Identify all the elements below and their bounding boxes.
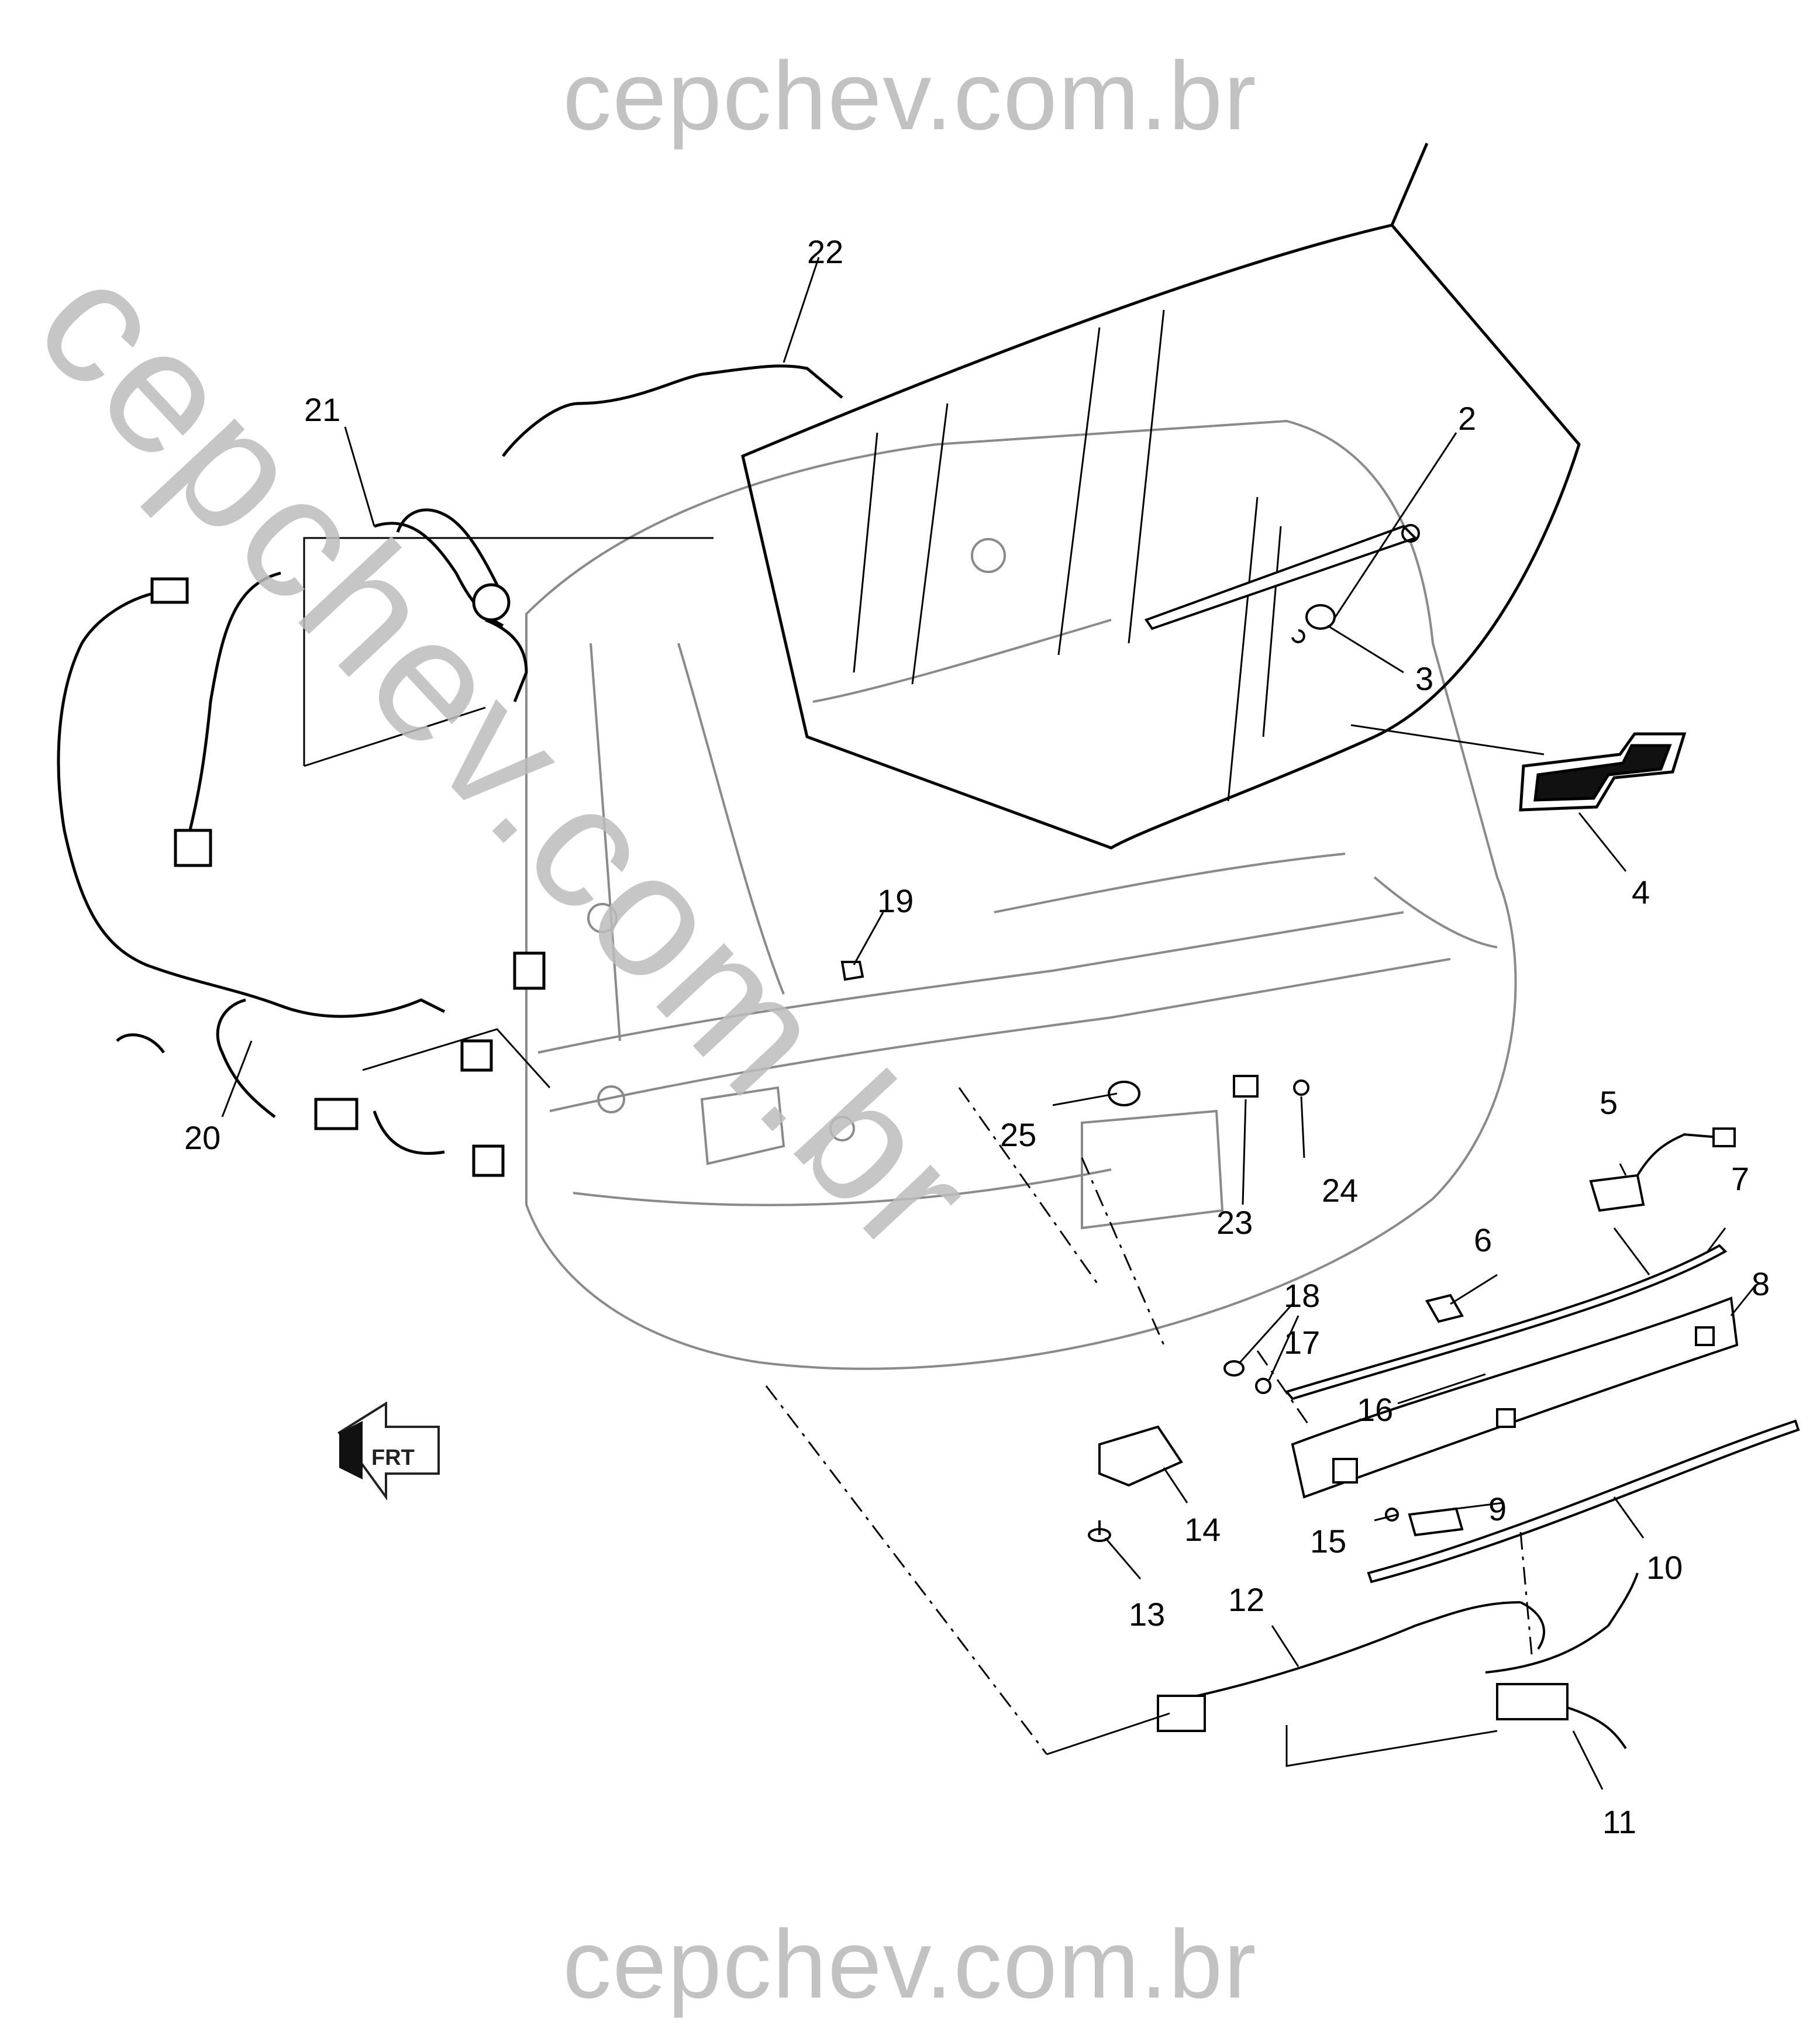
bolt-24 — [1293, 1079, 1309, 1096]
callout-5: 5 — [1600, 1084, 1618, 1121]
lower-molding — [1367, 1419, 1800, 1584]
frt-label: FRT — [371, 1446, 415, 1470]
callout-23: 23 — [1216, 1204, 1253, 1241]
release-switch-harness — [1485, 1572, 1639, 1750]
bowtie-emblem — [1519, 732, 1687, 812]
rearview-camera — [1589, 1127, 1736, 1212]
callout-10: 10 — [1646, 1549, 1683, 1586]
small-fasteners — [840, 961, 1309, 1394]
liftgate-latch — [1098, 1425, 1183, 1487]
callout-labels: 2 3 4 5 6 7 8 9 10 11 12 13 14 15 16 17 … — [184, 233, 1770, 1840]
callout-12: 12 — [1228, 1581, 1264, 1618]
front-direction-indicator: FRT — [337, 1401, 440, 1501]
callout-24: 24 — [1322, 1172, 1358, 1209]
callout-15: 15 — [1310, 1523, 1346, 1560]
callout-18: 18 — [1284, 1277, 1320, 1314]
leader-lines — [221, 257, 1756, 1790]
callout-3: 3 — [1415, 660, 1433, 697]
liftgate-harness-lower — [1157, 1601, 1545, 1732]
liftgate-body — [525, 419, 1517, 1370]
clip-23 — [1233, 1075, 1259, 1098]
wiper-nut-cap — [1291, 604, 1336, 643]
clip-19 — [840, 961, 864, 981]
upper-seal-strip — [1284, 1244, 1728, 1401]
callout-21: 21 — [304, 391, 340, 428]
rear-wiper-arm — [1144, 524, 1420, 630]
callout-19: 19 — [877, 882, 914, 919]
plug-25 — [1108, 1081, 1140, 1106]
callout-7: 7 — [1731, 1160, 1749, 1197]
callout-2: 2 — [1458, 400, 1476, 437]
watermark-bottom: cepchev.com.br — [563, 1910, 1257, 2019]
callout-4: 4 — [1632, 874, 1650, 910]
nut-17 — [1255, 1378, 1271, 1394]
liftgate-applique — [1291, 1296, 1739, 1499]
callout-11: 11 — [1602, 1803, 1636, 1840]
rear-window-glass — [741, 143, 1581, 850]
license-lamp — [1408, 1507, 1464, 1537]
latch-screw — [1088, 1520, 1111, 1542]
callout-20: 20 — [184, 1119, 220, 1156]
callout-14: 14 — [1184, 1511, 1221, 1548]
callout-22: 22 — [807, 233, 843, 270]
callout-16: 16 — [1357, 1391, 1393, 1428]
callout-17: 17 — [1284, 1324, 1320, 1361]
callout-6: 6 — [1474, 1222, 1492, 1258]
wiring-harness — [57, 364, 843, 1177]
callout-8: 8 — [1752, 1265, 1770, 1302]
callout-9: 9 — [1488, 1491, 1507, 1527]
watermark-top: cepchev.com.br — [563, 42, 1257, 150]
callout-13: 13 — [1129, 1596, 1165, 1633]
retainer-18 — [1223, 1360, 1245, 1377]
callout-25: 25 — [1000, 1116, 1036, 1153]
